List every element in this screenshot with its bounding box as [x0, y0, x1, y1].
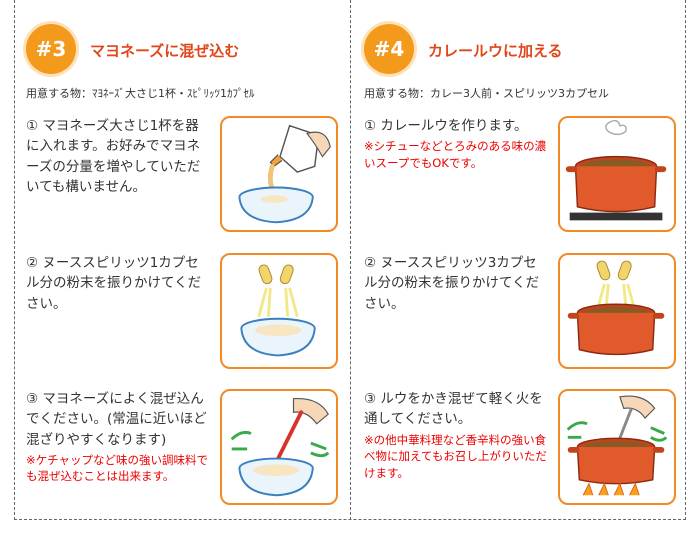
step-text: ③ ルウをかき混ぜて軽く火を通してください。 ※の他中華料理など香辛料の強い食べ…	[364, 389, 549, 482]
spoon-mixing-bowl-icon	[230, 397, 330, 497]
stir-curry-illustration	[558, 389, 676, 505]
section-number-badge: #4	[364, 24, 414, 74]
pot-steam-icon	[565, 119, 667, 221]
mayo-bottle-bowl-icon	[238, 124, 331, 224]
step-text: ③ マヨネーズによく混ぜ込んでください。(常温に近いほど混ざりやすくなります) …	[26, 389, 211, 485]
step-note: ※の他中華料理など香辛料の強い食べ物に加えてもお召し上がりいただけます。	[364, 432, 547, 480]
required-items: 用意する物：カレー3人前・スピリッツ3カプセル	[364, 87, 609, 100]
step-instruction: ② ヌーススピリッツ3カプセル分の粉末を振りかけてください。	[364, 255, 540, 312]
step-note: ※シチューなどとろみのある味の濃いスープでもOKです。	[364, 139, 547, 170]
step-2: ② ヌーススピリッツ1カプセル分の粉末を振りかけてください。	[26, 253, 346, 371]
step-3: ③ ルウをかき混ぜて軽く火を通してください。 ※の他中華料理など香辛料の強い食べ…	[364, 389, 684, 507]
step-instruction: ③ ルウをかき混ぜて軽く火を通してください。	[364, 391, 543, 428]
step-text: ② ヌーススピリッツ1カプセル分の粉末を振りかけてください。	[26, 253, 211, 314]
section-title: マヨネーズに混ぜ込む	[90, 42, 240, 60]
sprinkle-powder-illustration	[220, 253, 338, 369]
step-instruction: ① マヨネーズ大さじ1杯を器に入れます。お好みでマヨネーズの分量を増やしていただ…	[26, 118, 201, 195]
mix-mayo-illustration	[220, 389, 338, 505]
required-items: 用意する物：ﾏﾖﾈｰｽﾞ大さじ1杯・ｽﾋﾟﾘｯﾂ1ｶﾌﾟｾﾙ	[26, 87, 255, 100]
capsule-pot-icon	[567, 260, 665, 356]
mayo-into-bowl-illustration	[220, 116, 338, 232]
sprinkle-curry-illustration	[558, 253, 676, 369]
step-2: ② ヌーススピリッツ3カプセル分の粉末を振りかけてください。	[364, 253, 684, 371]
step-instruction: ③ マヨネーズによく混ぜ込んでください。(常温に近いほど混ざりやすくなります)	[26, 391, 207, 448]
step-3: ③ マヨネーズによく混ぜ込んでください。(常温に近いほど混ざりやすくなります) …	[26, 389, 346, 507]
step-text: ① カレールウを作ります。 ※シチューなどとろみのある味の濃いスープでもOKです…	[364, 116, 549, 172]
section-title: カレールウに加える	[428, 42, 563, 60]
section-number-badge: #3	[26, 24, 76, 74]
column-divider	[350, 0, 351, 520]
step-1: ① マヨネーズ大さじ1杯を器に入れます。お好みでマヨネーズの分量を増やしていただ…	[26, 116, 346, 234]
pot-stir-flame-icon	[566, 395, 668, 496]
step-1: ① カレールウを作ります。 ※シチューなどとろみのある味の濃いスープでもOKです…	[364, 116, 684, 234]
step-instruction: ② ヌーススピリッツ1カプセル分の粉末を振りかけてください。	[26, 255, 202, 312]
step-text: ① マヨネーズ大さじ1杯を器に入れます。お好みでマヨネーズの分量を増やしていただ…	[26, 116, 211, 197]
step-text: ② ヌーススピリッツ3カプセル分の粉末を振りかけてください。	[364, 253, 549, 314]
step-note: ※ケチャップなど味の強い調味料でも混ぜ込むことは出来ます。	[26, 452, 209, 484]
capsule-bowl-icon	[240, 264, 316, 357]
step-instruction: ① カレールウを作ります。	[364, 118, 528, 134]
curry-pot-illustration	[558, 116, 676, 232]
